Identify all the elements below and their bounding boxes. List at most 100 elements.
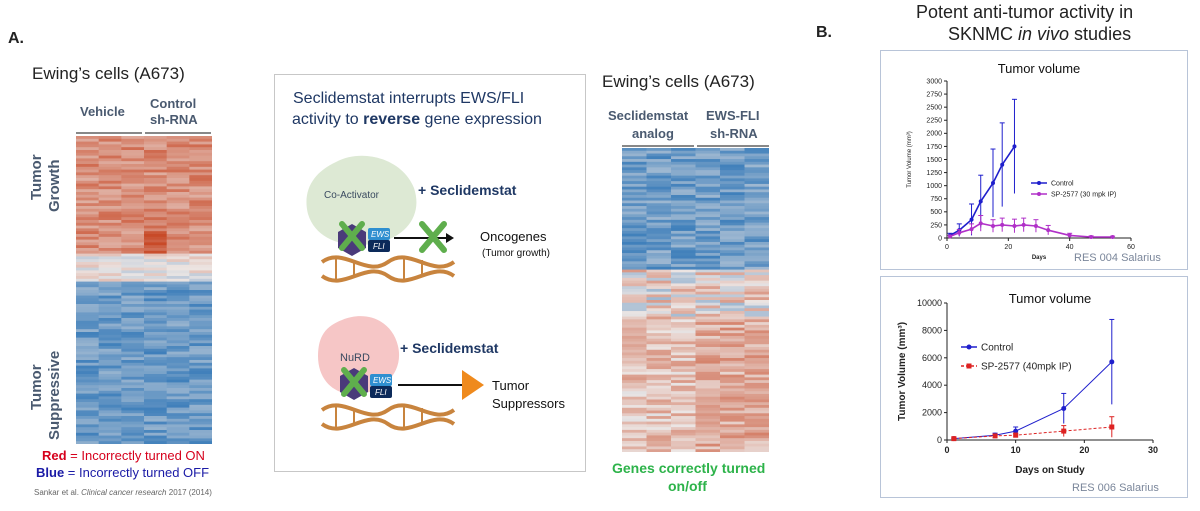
data-point [1012,223,1017,228]
nurd-label: NuRD [340,352,370,364]
green-cross-3 [341,367,367,397]
right-heatmap-title: Ewing’s cells (A673) [602,72,755,91]
y-tick-label: 1750 [926,144,942,151]
x-tick-label: 0 [945,244,949,251]
suppressors-label-1: Tumor [492,378,530,393]
legend-blue-text: = Incorrectly turned OFF [64,465,210,480]
fli-label-2: FLI [375,388,387,397]
citation-suffix: 2017 (2014) [166,488,212,497]
data-point [957,230,962,235]
x-tick-label: 10 [1011,445,1021,455]
col-label-control-1: Control [150,96,197,111]
legend-marker [966,344,972,350]
right-heatmap [622,148,769,452]
y-tick-label: 1000 [926,183,942,190]
col-bracket-control [145,132,211,134]
y-axis-label: Tumor Volume (mm³) [897,322,908,421]
data-point [1110,234,1115,239]
data-point [1013,432,1019,438]
green-cross-1 [339,221,365,251]
data-point [969,217,974,222]
data-point [991,181,995,186]
chart-2-box [880,276,1188,498]
data-point [1000,222,1005,227]
x-tick-label: 30 [1148,445,1158,455]
y-tick-label: 2000 [926,131,942,138]
panel-a-label: A. [8,30,24,47]
panel-b-title-post: studies [1069,24,1132,44]
data-point [951,436,957,442]
row-label-tumor-growth-1: Tumor [28,154,45,200]
panel-b-title-line-1: Potent anti-tumor activity in [916,2,1134,22]
fli-box-1 [368,240,390,252]
col-label-ewsfli: EWS-FLI [706,108,760,123]
plus-seclidemstat-2: + Seclidemstat [400,340,499,356]
data-point [1033,223,1038,228]
legend-label: Control [1051,180,1074,187]
chart-1-box [880,50,1188,270]
col-bracket-ewsfli [697,145,769,147]
right-caption-line-1: Genes correctly turned [612,460,766,476]
data-point [1109,424,1115,430]
ews-box-1 [368,228,390,240]
mechanism-title-bold: reverse [363,111,421,128]
data-point [1013,428,1019,434]
col-bracket-seclidemstat [622,145,694,147]
y-axis-label: Tumor Volume (mm³) [907,131,913,187]
oncogenes-sub-label: (Tumor growth) [482,248,550,259]
col-label-analog: analog [632,126,674,141]
fli-label-1: FLI [373,242,385,251]
x-tick-label: 20 [1079,445,1089,455]
legend-marker [966,363,972,369]
y-tick-label: 10000 [917,298,942,308]
data-point [1067,233,1072,238]
legend-marker [1037,192,1041,196]
y-tick-label: 500 [930,209,942,216]
y-tick-label: 2000 [922,408,942,418]
plus-seclidemstat-1: + Seclidemstat [418,182,517,198]
y-tick-label: 2250 [926,118,942,125]
col-label-seclidemstat: Seclidemstat [608,108,689,123]
data-point [948,234,953,239]
y-tick-label: 0 [937,435,942,445]
data-point [1021,222,1026,227]
x-tick-label: 20 [1004,244,1012,251]
data-point [1061,428,1067,434]
data-point [1046,228,1051,233]
y-tick-label: 3000 [926,78,942,85]
left-heatmap [76,136,212,444]
legend-label: SP-2577 (40mpk IP) [981,361,1072,372]
y-tick-label: 4000 [922,380,942,390]
col-label-shrna: sh-RNA [710,126,758,141]
right-caption-line-2: on/off [668,478,707,494]
orange-arrowhead [462,370,484,400]
data-point [978,199,983,204]
suppressors-label-2: Suppressors [492,396,565,411]
col-label-vehicle: Vehicle [80,104,125,119]
citation-journal: Clinical cancer research [81,488,167,497]
oncogenes-label: Oncogenes [480,229,547,244]
x-axis-label: Days [1032,255,1047,261]
y-tick-label: 250 [930,222,942,229]
legend-blue: Blue = Incorrectly turned OFF [36,465,209,480]
legend-blue-key: Blue [36,465,65,480]
y-tick-label: 2500 [926,105,942,112]
series-2 [947,214,1116,239]
coactivator-blob [306,155,417,245]
y-tick-label: 2750 [926,91,942,98]
coactivator-label: Co-Activator [324,190,380,201]
x-tick-label: 40 [1066,244,1074,251]
y-tick-label: 1250 [926,170,942,177]
panel-b-title-pre: SKNMC [948,24,1019,44]
row-label-tumor-suppressive-2: Suppressive [46,350,63,440]
data-point [1000,162,1005,167]
data-point [978,221,983,226]
x-tick-label: 60 [1127,244,1135,251]
series-2 [951,416,1115,442]
data-point [1061,405,1067,411]
legend-red: Red = Incorrectly turned ON [42,448,205,463]
data-point [1109,359,1115,365]
col-bracket-vehicle [76,132,142,134]
series-line [953,361,1113,440]
data-point [992,433,998,439]
